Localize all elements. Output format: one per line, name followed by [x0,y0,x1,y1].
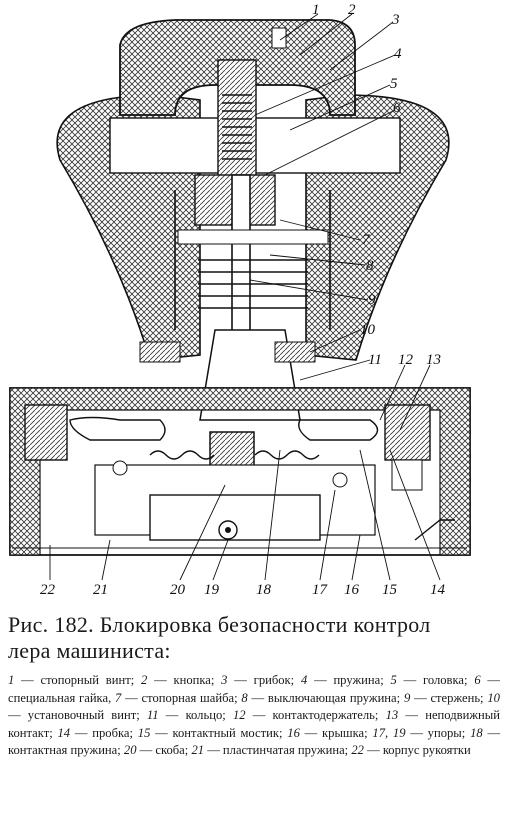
part-label-6: 6 [393,100,401,116]
part-label-19: 19 [204,582,220,598]
leader-lines [49,13,441,581]
legend-number: 6 [474,673,481,687]
part-label-12: 12 [398,352,414,368]
part-label-9: 9 [368,292,376,308]
part-label-13: 13 [426,352,441,368]
caption-line-2: лера машиниста: [8,638,171,663]
legend-description: — неподвижный контакт; [8,708,500,740]
legend-number: 20 [123,743,137,758]
legend-description: — специальная гайка, [8,673,500,705]
legend-number: 9 [403,690,411,705]
legend-description: — корпус рукоятки [367,743,471,758]
part-labels: 1 2 3 4 5 6 7 8 9 10 11 12 13 22 21 20 1… [40,2,446,598]
part-label-11: 11 [368,352,382,368]
legend-number: 5 [390,673,397,687]
legend-description: — упоры; [410,725,471,740]
legend-description: — кнопка; [154,673,222,687]
part-label-10: 10 [360,322,376,338]
legend-description: — грибок; [234,673,301,687]
legend-number: 15 [137,725,151,740]
part-label-4: 4 [394,46,402,62]
figure-caption: Рис. 182. Блокировка безопасности контро… [8,612,500,664]
legend-number: 21 [191,743,205,758]
legend-number: 12 [232,708,246,723]
legend-description: — пружина; [314,673,391,687]
legend-description: — пластинчатая пружина; [207,743,352,758]
legend-description: — головка; [403,673,475,687]
part-label-1: 1 [312,2,320,18]
legend-number: 11 [146,708,159,723]
legend-number: 22 [351,743,364,758]
legend-description: — стопорный винт; [21,673,141,687]
part-label-17: 17 [312,582,329,598]
part-label-8: 8 [366,258,374,274]
part-label-3: 3 [391,12,400,28]
legend-description: — стержень; [414,690,488,705]
legend-description: — крышка; [304,725,373,740]
parts-legend: 1 — стопорный винт; 2 — кнопка; 3 — гриб… [8,672,500,760]
part-label-22: 22 [40,582,56,598]
legend-description: — скоба; [139,743,192,758]
part-label-2: 2 [348,2,356,18]
legend-number: 8 [241,690,248,705]
spring-4 [222,94,252,160]
legend-number: 3 [221,673,228,687]
legend-number: 2 [140,673,148,687]
legend-description: — пробка; [74,725,138,740]
legend-number: 17, 19 [372,725,406,740]
legend-number: 18 [470,725,483,740]
caption-line-1: Рис. 182. Блокировка безопасности контро… [8,612,431,637]
part-label-7: 7 [362,232,371,248]
legend-number: 4 [300,673,308,687]
legend-description: — контактная пружина; [8,725,501,758]
legend-number: 1 [8,673,15,687]
part-label-18: 18 [256,582,272,598]
mechanism-drawing: 1 2 3 4 5 6 7 8 9 10 11 12 13 22 21 20 1… [9,2,471,598]
part-label-5: 5 [390,76,398,92]
legend-description: — установочный винт; [8,708,147,723]
part-label-15: 15 [382,582,398,598]
part-label-14: 14 [430,582,446,598]
legend-number: 10 [487,690,500,705]
legend-description: — контактный мостик; [155,725,288,740]
part-label-20: 20 [170,582,186,598]
base-housing [9,387,471,556]
legend-number: 16 [287,725,300,740]
legend-description: — контактодержатель; [252,708,386,723]
legend-number: 14 [57,725,71,740]
part-label-16: 16 [344,582,360,598]
knob-body [56,94,450,361]
legend-description: — кольцо; [165,708,233,723]
legend-number: 7 [115,690,122,705]
part-label-21: 21 [93,582,108,598]
legend-description: — выключающая пружина; [251,690,404,705]
legend-number: 13 [385,708,399,723]
legend-description: — стопорная шайба; [125,690,242,705]
